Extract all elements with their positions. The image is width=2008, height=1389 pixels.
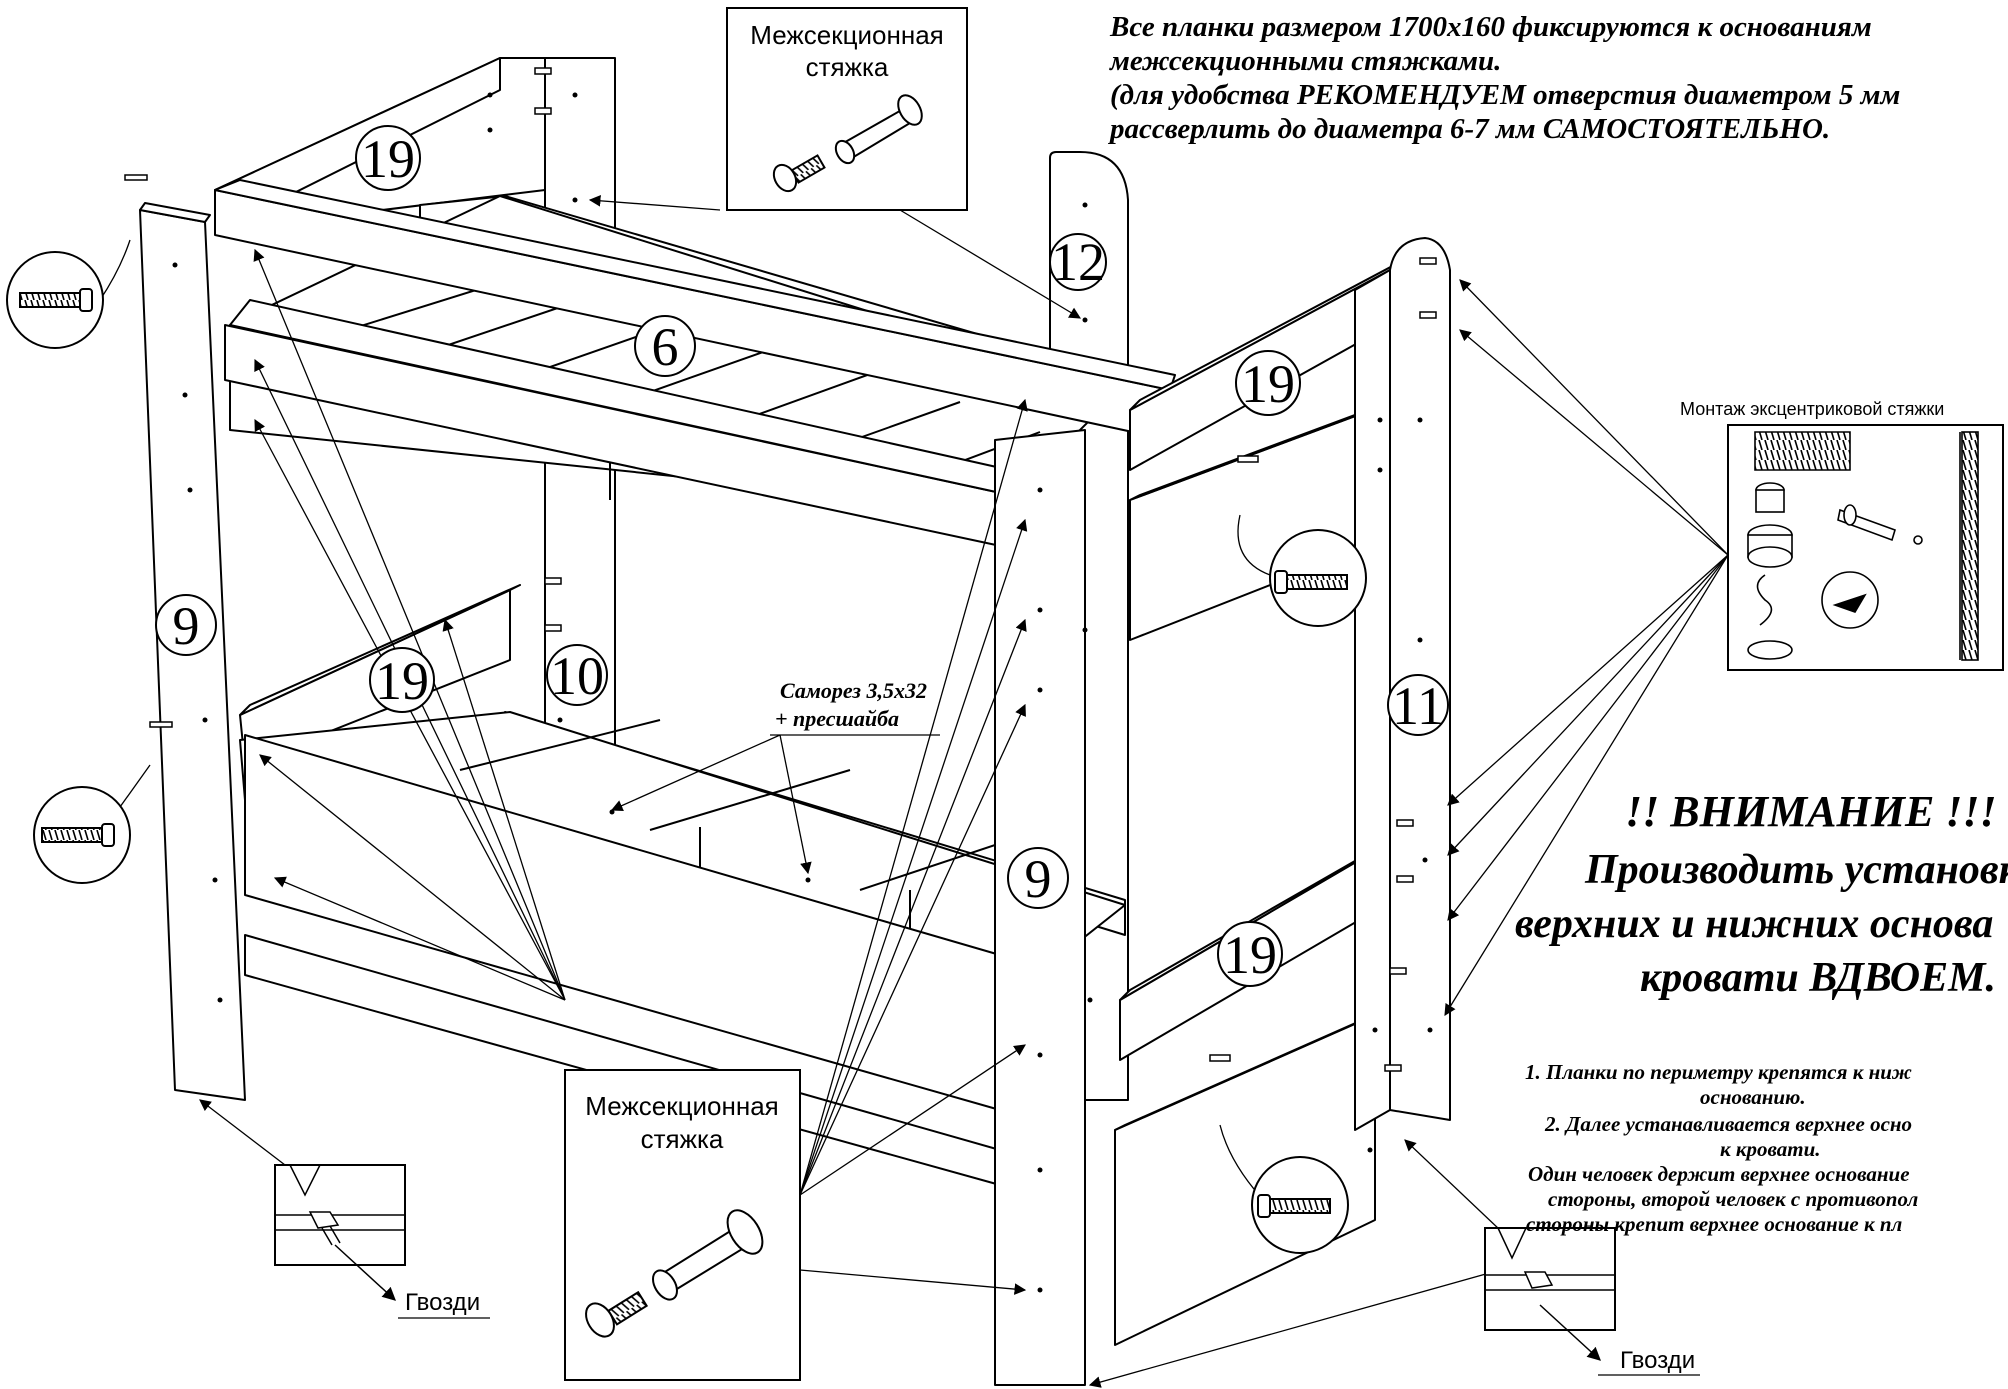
part-9-left: 9 [173, 596, 200, 656]
part-19-upper-right: 19 [1241, 354, 1295, 414]
lower-right-side-frame [1114, 1009, 1386, 1346]
connector-top-title-2: стяжка [806, 52, 889, 82]
top-note-line-1: Все планки размером 1700х160 фиксируются… [1110, 11, 1872, 43]
part-6: 6 [652, 317, 679, 377]
part-numbers [155, 125, 1449, 987]
nails-right-label: Гвозди [1620, 1347, 1695, 1374]
step-2-line-b: к кровати. [1720, 1137, 1821, 1161]
step-3-line-a: Один человек держит верхнее основание [1528, 1162, 1910, 1186]
part-19-lower-left: 19 [375, 651, 429, 711]
connector-callout-bottom: Межсекционная стяжка [564, 1069, 801, 1381]
nails-callout-right: Гвозди [1484, 1227, 1700, 1376]
eccentric-hardware-icon [1747, 431, 1979, 661]
warning-line-2: верхних и нижних основа [1515, 901, 1994, 947]
warning-title: !! ВНИМАНИЕ !!! [1625, 787, 1997, 836]
dowels [124, 67, 1437, 1072]
upper-rail-6 [214, 179, 1176, 441]
step-2-line-a: 2. Далее устанавливается верхнее осно [1545, 1112, 1913, 1136]
back-right-post-11 [1354, 269, 1391, 1131]
part-10: 10 [550, 646, 604, 706]
part-19-lower-right: 19 [1223, 925, 1277, 985]
nail-joint-icon [275, 1164, 405, 1301]
connector-callout-top: Межсекционная стяжка [726, 7, 968, 211]
top-instruction-note: Все планки размером 1700х160 фиксируются… [1110, 10, 2008, 146]
screw-callouts [6, 251, 1367, 1254]
warning-line-1: Производить установк [1585, 847, 2008, 893]
eccentric-callout: Монтаж эксцентриковой стяжки [1680, 399, 2004, 671]
nail-joint-icon-right [1485, 1227, 1615, 1361]
screw-label-line2: + пресшайба [775, 706, 899, 731]
step-3-line-c: стороны крепит верхнее основание к пл [1526, 1212, 1903, 1236]
nails-callout-left: Гвозди [274, 1164, 490, 1319]
eccentric-title: Монтаж эксцентриковой стяжки [1680, 399, 1944, 419]
screw-callout-lower-right [1251, 1156, 1349, 1254]
part-11: 11 [1392, 676, 1444, 736]
top-note-line-3: (для удобства РЕКОМЕНДУЕМ отверстия диам… [1110, 79, 1901, 111]
top-note-line-4: рассверлить до диаметра 6-7 мм САМОСТОЯТ… [1110, 113, 1831, 145]
connector-bottom-title-2: стяжка [641, 1124, 724, 1154]
connector-bolt-icon [772, 94, 923, 193]
leader-lines [99, 194, 1729, 1388]
connector-bottom-title-1: Межсекционная [585, 1091, 778, 1121]
step-1-line-b: основанию. [1700, 1085, 1806, 1109]
step-1-line-a: 1. Планки по периметру крепятся к ниж [1525, 1060, 1912, 1084]
nails-left-label: Гвозди [405, 1289, 480, 1316]
top-note-line-2: межсекционными стяжками. [1110, 45, 1502, 77]
connector-bolt-icon-large [585, 1209, 764, 1338]
screw-callout-top-left [6, 251, 104, 349]
part-12: 12 [1051, 232, 1105, 292]
connector-top-title-1: Межсекционная [750, 20, 943, 50]
screw-label-line1: Саморез 3,5х32 [780, 678, 927, 703]
step-3-line-b: стороны, второй человек с противопол [1548, 1187, 1919, 1211]
screw-callout-bottom-left [33, 786, 131, 884]
part-9-right: 9 [1025, 849, 1052, 909]
warning-line-3: кровати ВДВОЕМ. [1640, 955, 1996, 1001]
screw-callout-upper-right [1269, 529, 1367, 627]
part-19-top: 19 [361, 129, 415, 189]
